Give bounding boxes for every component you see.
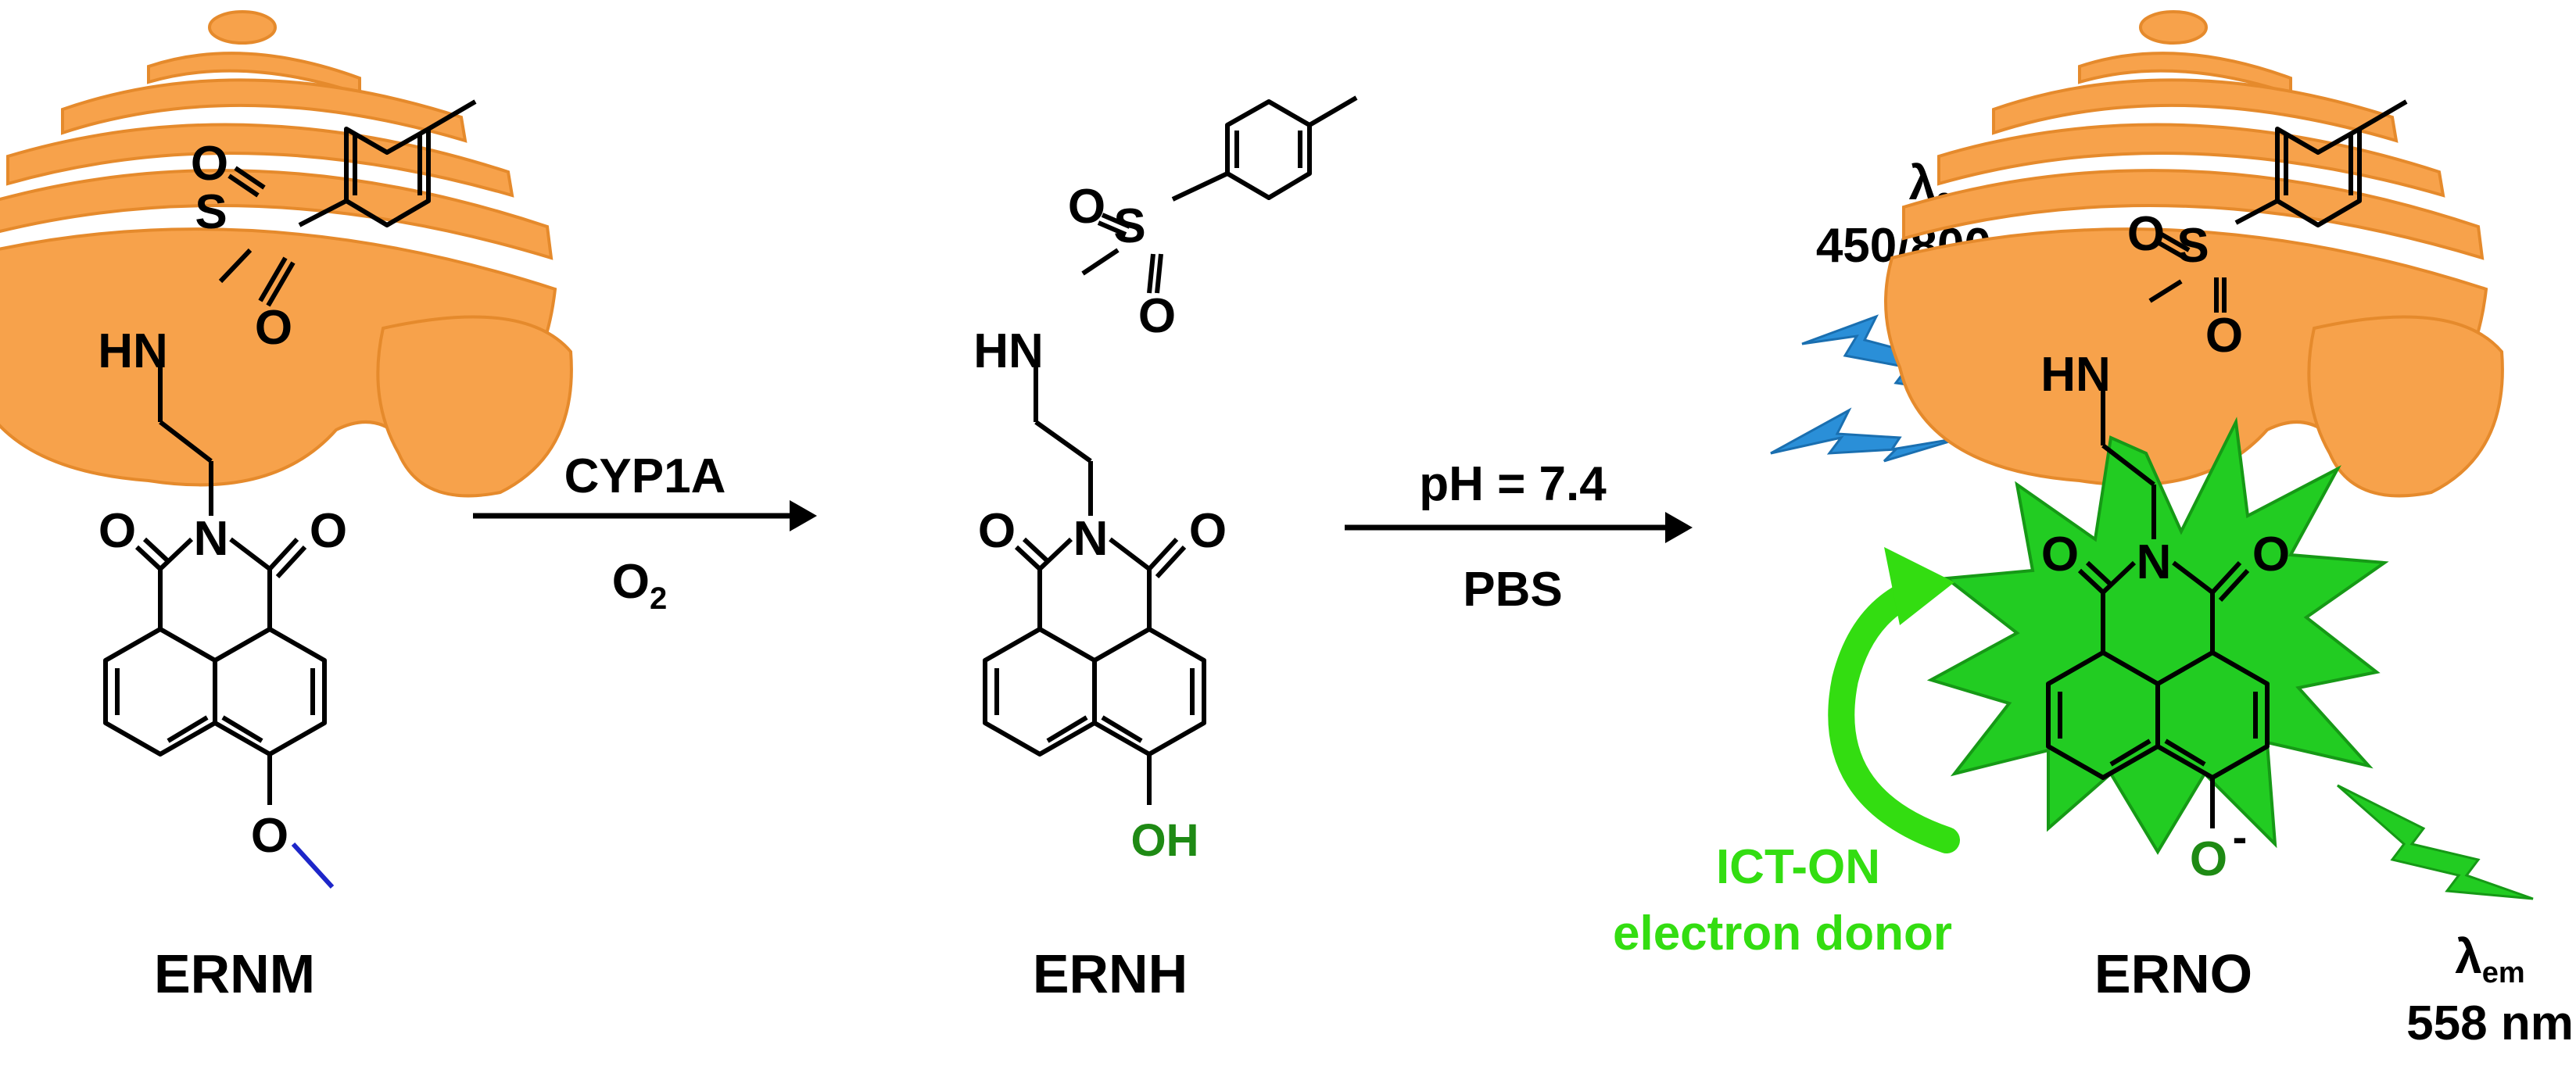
arrowhead-1-icon <box>790 500 817 531</box>
emission-bolt-icon <box>2337 784 2534 900</box>
ernh-n-label: N <box>1073 512 1109 566</box>
ict-label-line2: electron donor <box>1613 907 1952 960</box>
reagent-cyp1a: CYP1A <box>564 449 726 503</box>
ernh-hn-label: HN <box>973 324 1044 378</box>
reagent-o2: O2 <box>612 555 667 616</box>
reagent-ph: pH = 7.4 <box>1419 457 1607 511</box>
ernm-o-bottom: O <box>255 301 292 355</box>
ernm-o-right: O <box>310 504 347 558</box>
erno-phenolate-o: O <box>2190 832 2227 886</box>
arrowhead-2-icon <box>1665 512 1693 543</box>
methyl-bond <box>291 842 335 889</box>
ernh-o-right: O <box>1189 504 1227 558</box>
ict-annotation: ICT-ON electron donor <box>1613 547 1960 960</box>
reaction-step-1: CYP1A O2 <box>473 449 817 616</box>
ernh-o-left: O <box>978 504 1016 558</box>
erno-n-label: N <box>2137 535 2172 589</box>
compound-ernh: S O O HN N O O OH ERNH <box>973 95 1358 1004</box>
ernm-structure <box>103 99 477 805</box>
ernm-s-label: S <box>195 185 227 239</box>
er-organelle-icon <box>0 10 573 498</box>
emission-wavelength: 558 nm <box>2406 996 2574 1050</box>
ernh-name: ERNH <box>1033 943 1188 1004</box>
emission-lambda: λem <box>2455 930 2524 989</box>
erno-negative-charge: - <box>2233 812 2248 861</box>
ernm-name: ERNM <box>154 943 315 1004</box>
erno-name: ERNO <box>2094 943 2252 1004</box>
ernh-o-top: O <box>1068 180 1105 234</box>
ernm-o-top: O <box>191 137 228 191</box>
compound-erno: S O O HN N O O O - ERNO <box>1884 10 2504 1004</box>
ernm-ether-o: O <box>251 809 288 863</box>
ernh-s-label: S <box>1113 199 1145 253</box>
ernh-structure <box>983 95 1358 805</box>
ernh-hydroxyl: OH <box>1131 815 1199 866</box>
ict-arrowhead-icon <box>1884 547 1954 625</box>
ernm-hn-label: HN <box>98 324 168 378</box>
erno-o-bottom: O <box>2205 309 2243 363</box>
ernh-o-bottom: O <box>1138 289 1176 343</box>
erno-o-right: O <box>2252 528 2290 581</box>
fluorescence-burst-icon <box>1926 417 2389 855</box>
erno-s-label: S <box>2177 219 2209 273</box>
erno-structure <box>2046 99 2408 828</box>
ernm-n-label: N <box>194 512 229 566</box>
ernm-o-left: O <box>99 504 136 558</box>
reagent-pbs: PBS <box>1463 563 1562 617</box>
compound-ernm: S O O HN N O O O ERNM <box>0 10 573 1004</box>
reaction-step-2: pH = 7.4 PBS <box>1345 457 1693 617</box>
ict-curved-arrow <box>1828 581 1960 853</box>
erno-hn-label: HN <box>2040 348 2111 402</box>
ict-label-line1: ICT-ON <box>1716 840 1880 894</box>
erno-o-top: O <box>2127 207 2165 261</box>
emission-annotation: λem 558 nm <box>2337 784 2574 1050</box>
erno-o-left: O <box>2041 528 2079 581</box>
